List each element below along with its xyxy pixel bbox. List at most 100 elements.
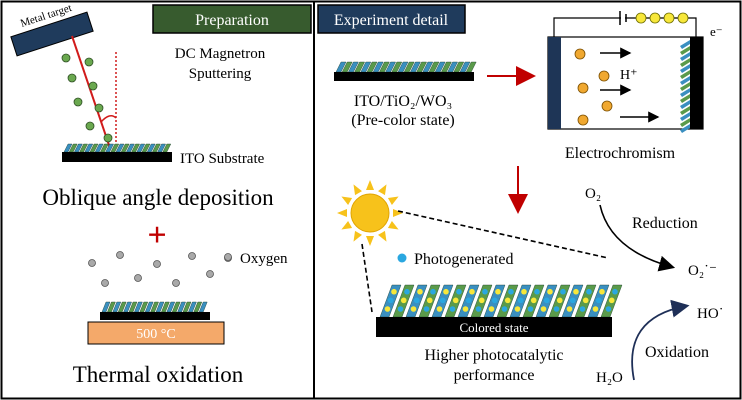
carrier-dot: [553, 306, 560, 312]
electron-label: e⁻: [710, 24, 723, 39]
carrier-dot: [397, 306, 404, 312]
carrier-dot: [521, 288, 527, 295]
oxidation-arc: [631, 299, 690, 381]
carrier-dot: [387, 297, 394, 304]
carrier-dot: [508, 288, 514, 295]
carrier-dot: [443, 288, 449, 295]
carrier-dot: [400, 297, 407, 304]
sun-icon: [337, 180, 403, 246]
carrier-dot: [391, 288, 397, 295]
water-label: H₂O: [596, 370, 623, 386]
carrier-dot: [605, 306, 612, 312]
carrier-dot: [569, 297, 576, 304]
ec-counter-electrode: [548, 37, 561, 129]
thermal-title: Thermal oxidation: [73, 362, 244, 387]
carrier-dot: [426, 297, 433, 304]
sun-ray: [378, 184, 387, 196]
sample-label: ITO/TiO₂/WO₃: [354, 93, 452, 110]
hydroxyl-label: HO˙: [697, 306, 724, 322]
ec-nanocolumn: [680, 112, 690, 121]
carrier-dot: [540, 306, 547, 312]
ec-nanocolumn: [680, 52, 690, 61]
circuit-electrons: [635, 12, 689, 24]
ec-nanocolumn: [680, 40, 690, 49]
carrier-dot: [488, 306, 495, 312]
carrier-dot: [501, 306, 508, 312]
ec-nanocolumn: [680, 82, 690, 91]
colored-substrate: [376, 317, 612, 337]
carrier-dot: [592, 306, 599, 312]
deposition-beam: [71, 35, 111, 149]
carrier-dot: [517, 297, 524, 304]
sun-ray: [366, 180, 374, 190]
light-ray-1: [397, 210, 609, 259]
carrier-dot: [579, 306, 586, 312]
carrier-dot: [475, 306, 482, 312]
carrier-dot: [566, 306, 573, 312]
header-preparation: Preparation: [195, 12, 269, 29]
carrier-dot: [404, 288, 410, 295]
sun-ray: [341, 221, 353, 230]
colored-state-label: Colored state: [460, 320, 529, 335]
carrier-dot: [547, 288, 553, 295]
carrier-dot: [469, 288, 475, 295]
carrier-dot: [465, 297, 472, 304]
photogenerated-dot: [397, 253, 407, 263]
ec-nanocolumn: [680, 76, 690, 85]
carrier-dot: [595, 297, 602, 304]
thermal-substrate: [100, 312, 210, 320]
carrier-dot: [456, 288, 462, 295]
carrier-dot: [586, 288, 592, 295]
carrier-dot: [530, 297, 537, 304]
oxidation-label: Oxidation: [645, 344, 709, 361]
ec-film: [680, 40, 690, 133]
photogenerated-label: Photogenerated: [414, 251, 514, 268]
sun-ray: [387, 221, 399, 230]
carrier-dot: [527, 306, 534, 312]
oxygen-legend-dot: [224, 253, 232, 261]
carrier-dot: [560, 288, 566, 295]
ec-nanocolumn: [680, 94, 690, 103]
sun-ray: [387, 196, 399, 205]
carrier-dot: [599, 288, 605, 295]
ec-nanocolumn: [680, 70, 690, 79]
carrier-dot: [608, 297, 615, 304]
carrier-dot: [410, 306, 417, 312]
header-experiment-box: [317, 4, 466, 34]
header-experiment: Experiment detail: [334, 12, 449, 29]
reduction-label: Reduction: [632, 215, 698, 232]
header-preparation-box: [152, 4, 312, 34]
ec-working-electrode: [690, 37, 703, 129]
electrochromism-label: Electrochromism: [565, 145, 676, 162]
method-line2: Sputtering: [189, 66, 252, 82]
ec-nanocolumn: [680, 88, 690, 97]
method-line1: DC Magnetron: [175, 46, 266, 62]
ec-nanocolumn: [680, 118, 690, 127]
carrier-dot: [556, 297, 563, 304]
ec-cell: [547, 36, 704, 130]
ec-nanocolumn: [680, 58, 690, 67]
carrier-dot: [452, 297, 459, 304]
battery-gap: [621, 16, 625, 20]
sun-ray: [378, 230, 387, 242]
carrier-dot: [543, 297, 550, 304]
ec-nanocolumn: [680, 100, 690, 109]
carrier-dot: [430, 288, 436, 295]
h-plus-label: H⁺: [620, 68, 638, 83]
carrier-dot: [436, 306, 443, 312]
carrier-dot: [534, 288, 540, 295]
carrier-dot: [495, 288, 501, 295]
colored-film: [379, 284, 623, 318]
carrier-dot: [384, 306, 391, 312]
ec-nanocolumn: [680, 124, 690, 133]
deposition-angle-arc: [100, 115, 117, 123]
sputtered-particles: [61, 53, 113, 143]
carrier-dot: [417, 288, 423, 295]
carrier-dot: [413, 297, 420, 304]
sun-ray: [353, 184, 362, 196]
carrier-dot: [504, 297, 511, 304]
oblique-title: Oblique angle deposition: [42, 185, 274, 210]
carrier-dot: [449, 306, 456, 312]
higher-line1: Higher photocatalytic: [424, 347, 563, 364]
